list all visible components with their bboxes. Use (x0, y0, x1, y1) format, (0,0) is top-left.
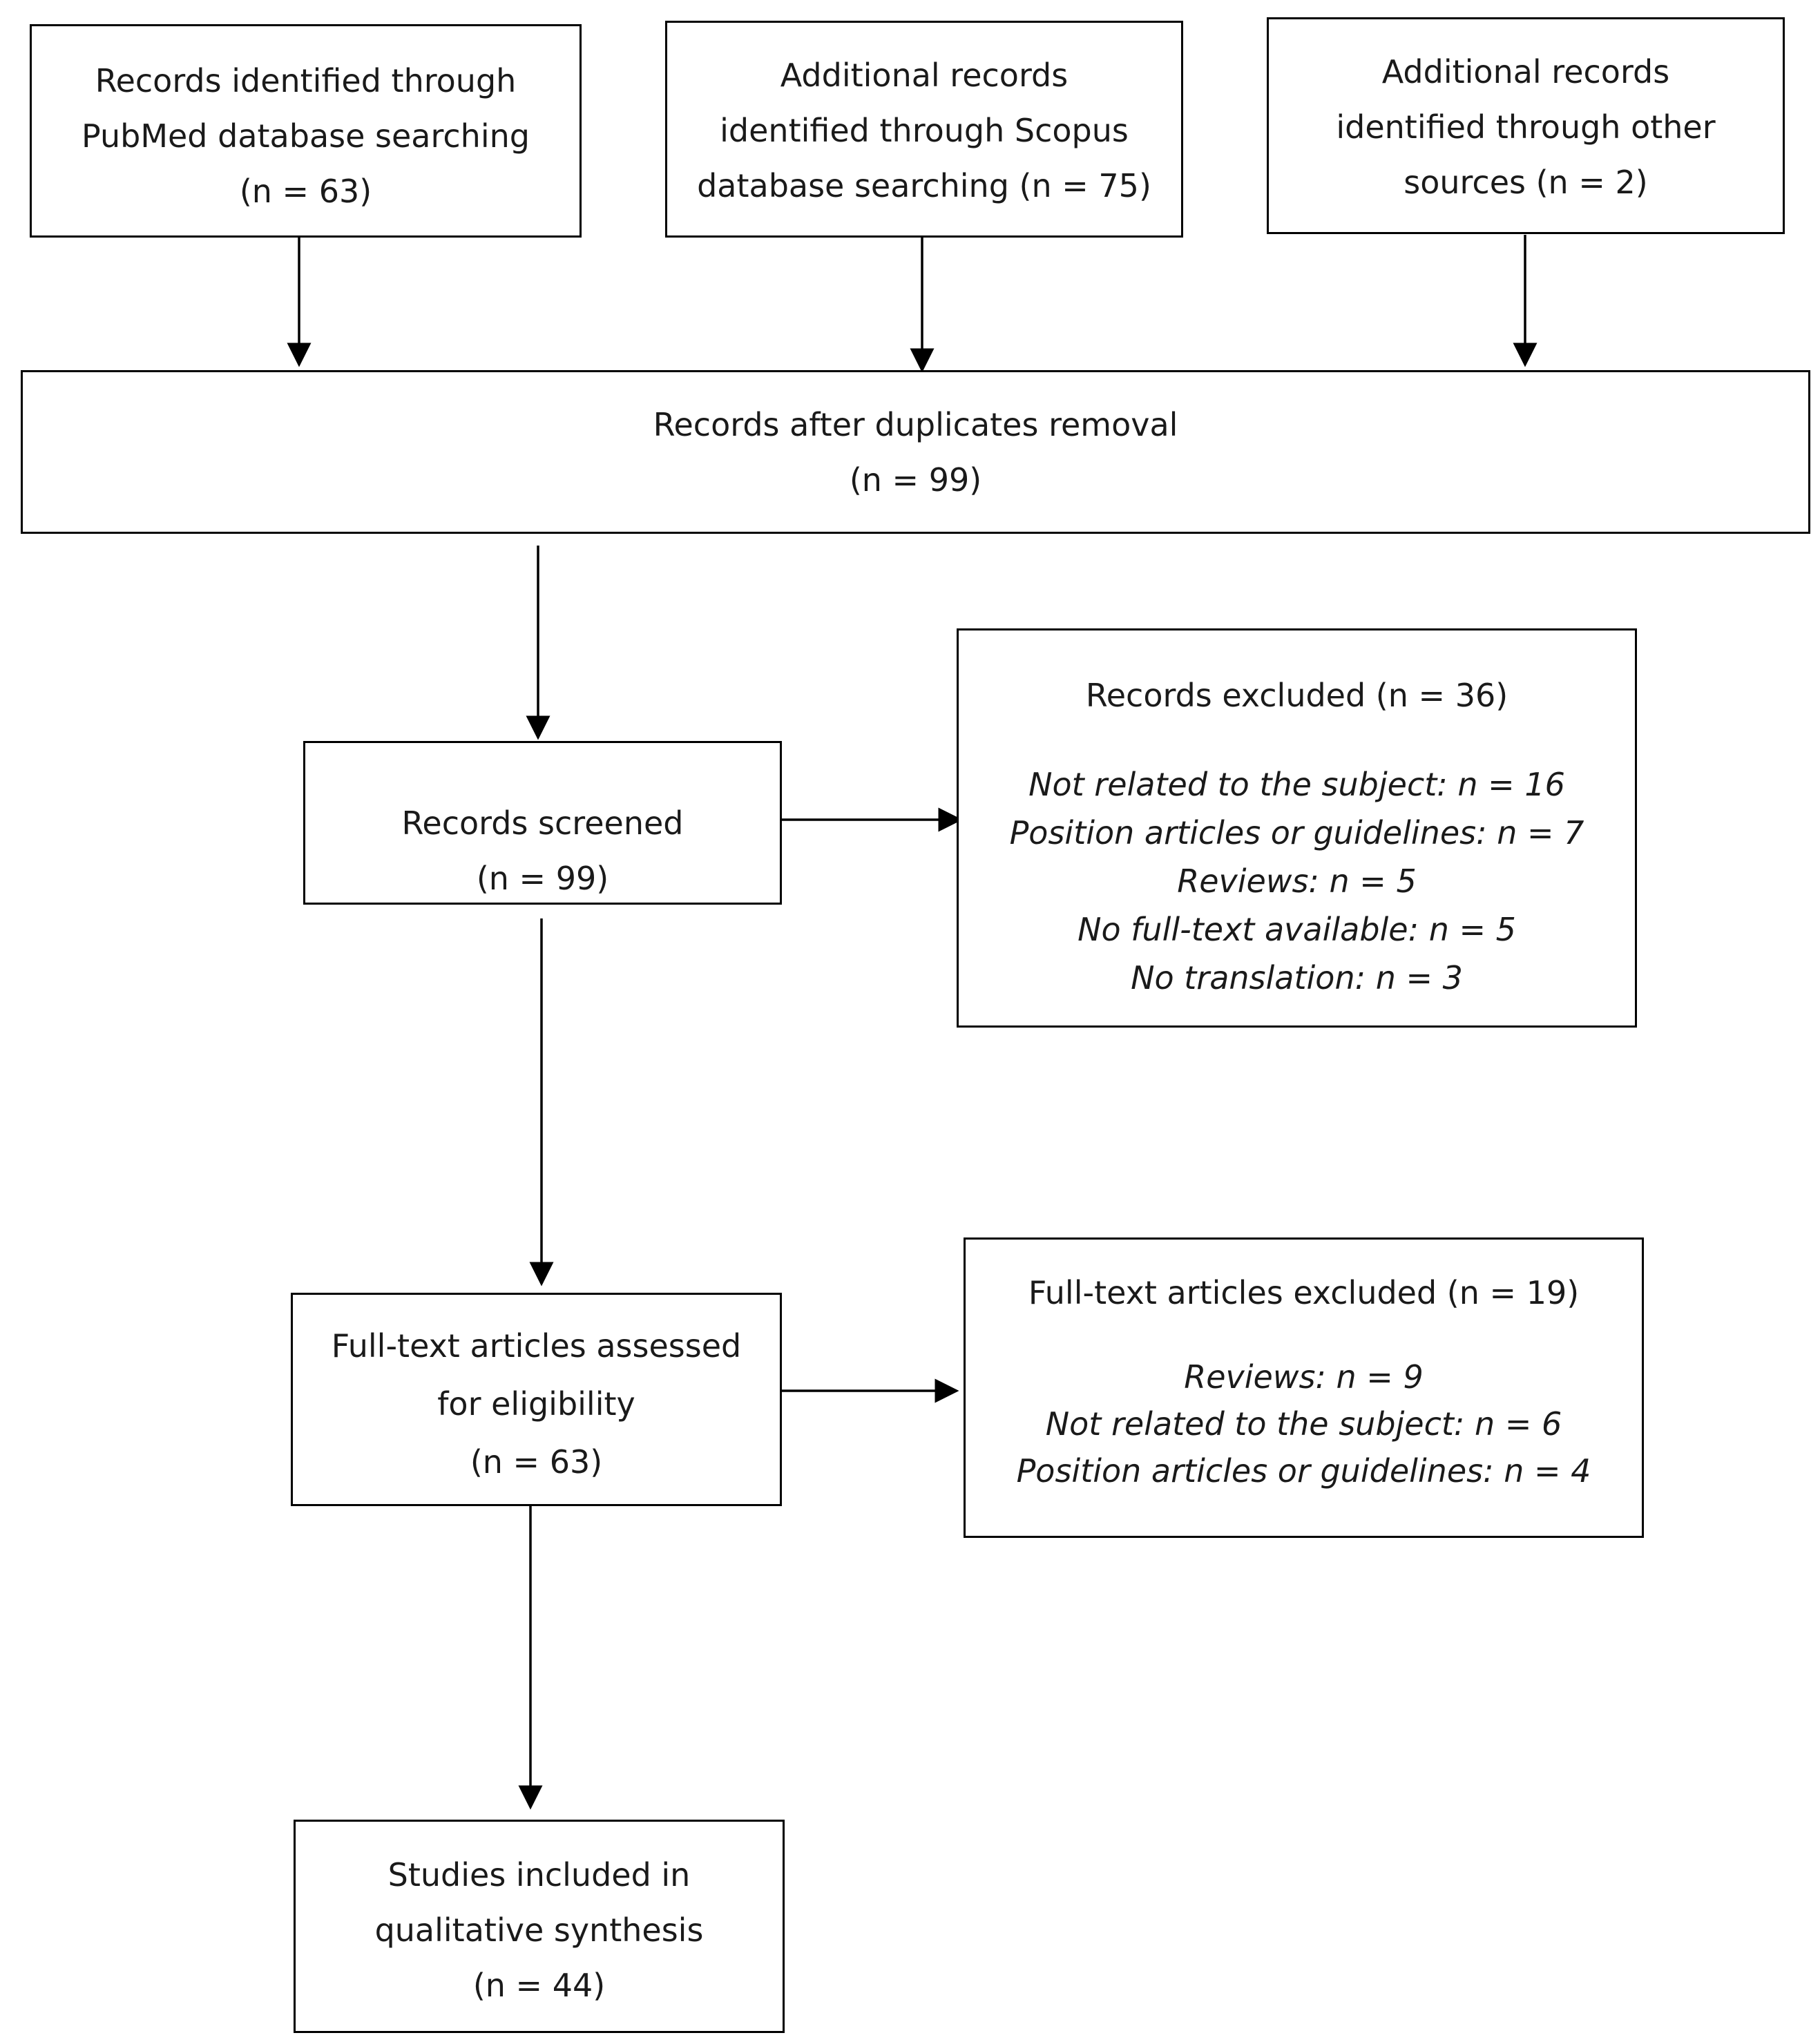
duplicates-removed-count: (n = 99) (849, 461, 982, 499)
records-screened-count: (n = 99) (476, 860, 609, 897)
records-excluded-reason: Reviews: n = 5 (1177, 863, 1417, 900)
duplicates-removed-box: Records after duplicates removal (n = 99… (21, 370, 1810, 534)
other-sources-records-box: Additional records identified through ot… (1267, 17, 1785, 234)
other-sources-line-3: sources (n = 2) (1404, 164, 1648, 201)
records-screened-box: Records screened (n = 99) (303, 741, 782, 905)
scopus-records-box: Additional records identified through Sc… (665, 21, 1183, 238)
other-sources-line-2: identified through other (1336, 108, 1716, 146)
records-excluded-reason: Not related to the subject: n = 16 (1028, 766, 1565, 803)
pubmed-records-count: (n = 63) (239, 173, 372, 210)
studies-included-count: (n = 44) (472, 1967, 606, 2004)
other-sources-line-1: Additional records (1381, 53, 1670, 90)
duplicates-removed-label: Records after duplicates removal (653, 406, 1178, 443)
eligibility-line-2: for eligibility (437, 1385, 635, 1423)
studies-included-line-2: qualitative synthesis (374, 1911, 704, 1949)
records-excluded-reason: Position articles or guidelines: n = 7 (1009, 814, 1584, 851)
eligibility-line-1: Full-text articles assessed (331, 1327, 742, 1365)
fulltext-excluded-reason: Reviews: n = 9 (1184, 1358, 1424, 1396)
fulltext-excluded-box: Full-text articles excluded (n = 19) Rev… (964, 1237, 1644, 1538)
fulltext-excluded-title: Full-text articles excluded (n = 19) (1028, 1274, 1580, 1311)
pubmed-records-line-1: Records identified through (95, 62, 517, 99)
records-excluded-reason: No translation: n = 3 (1131, 959, 1463, 996)
records-excluded-reason: No full-text available: n = 5 (1077, 911, 1516, 948)
records-screened-label: Records screened (401, 805, 684, 842)
fulltext-excluded-reason: Position articles or guidelines: n = 4 (1016, 1452, 1591, 1490)
pubmed-records-box: Records identified through PubMed databa… (30, 24, 582, 238)
records-excluded-title: Records excluded (n = 36) (1085, 677, 1508, 714)
scopus-records-line-1: Additional records (780, 57, 1069, 94)
records-excluded-box: Records excluded (n = 36) Not related to… (957, 628, 1637, 1028)
studies-included-box: Studies included in qualitative synthesi… (294, 1820, 785, 2033)
fulltext-excluded-reason: Not related to the subject: n = 6 (1045, 1405, 1562, 1443)
eligibility-assessment-box: Full-text articles assessed for eligibil… (291, 1293, 782, 1506)
studies-included-line-1: Studies included in (387, 1856, 691, 1894)
pubmed-records-line-2: PubMed database searching (82, 117, 530, 155)
scopus-records-line-2: identified through Scopus (720, 112, 1129, 149)
eligibility-count: (n = 63) (470, 1443, 603, 1481)
scopus-records-line-3: database searching (n = 75) (697, 167, 1151, 204)
